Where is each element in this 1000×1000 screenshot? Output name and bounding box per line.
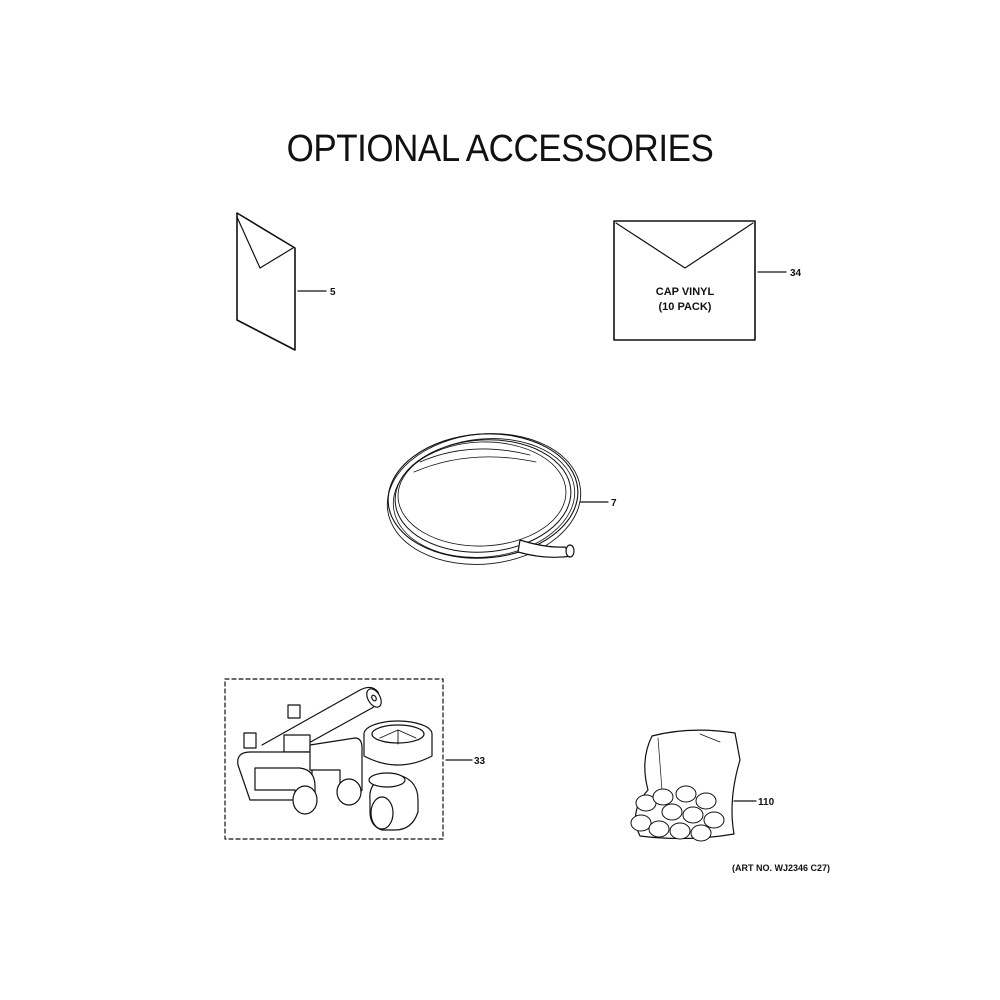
callout-5: 5 [330, 287, 336, 298]
drain-kit-icon: 33 [224, 678, 486, 840]
callout-34: 34 [790, 268, 802, 279]
diagram-title: OPTIONAL ACCESSORIES [286, 128, 714, 170]
coiled-tubing-icon: 7 [386, 433, 617, 565]
bag-label-line1: CAP VINYL [656, 286, 715, 298]
art-number: (ART NO. WJ2346 C27) [732, 863, 830, 873]
callout-110: 110 [758, 797, 775, 808]
callout-33: 33 [474, 756, 486, 767]
bag-label-line2: (10 PACK) [659, 301, 712, 313]
caps-bag-icon: 110 [630, 729, 775, 842]
callout-7: 7 [611, 498, 617, 509]
envelope-bag-icon: CAP VINYL (10 PACK) 34 [613, 220, 802, 341]
manual-sheet-icon: 5 [236, 212, 336, 351]
